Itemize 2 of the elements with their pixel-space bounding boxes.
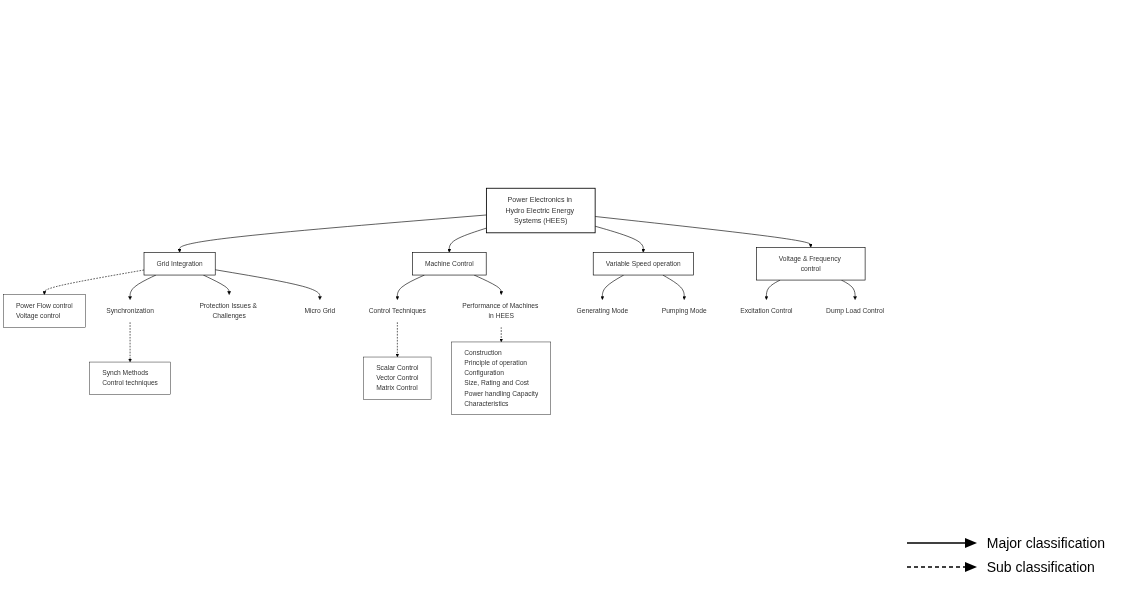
legend-label: Major classification	[986, 535, 1105, 551]
legend-label: Sub classification	[986, 559, 1095, 575]
